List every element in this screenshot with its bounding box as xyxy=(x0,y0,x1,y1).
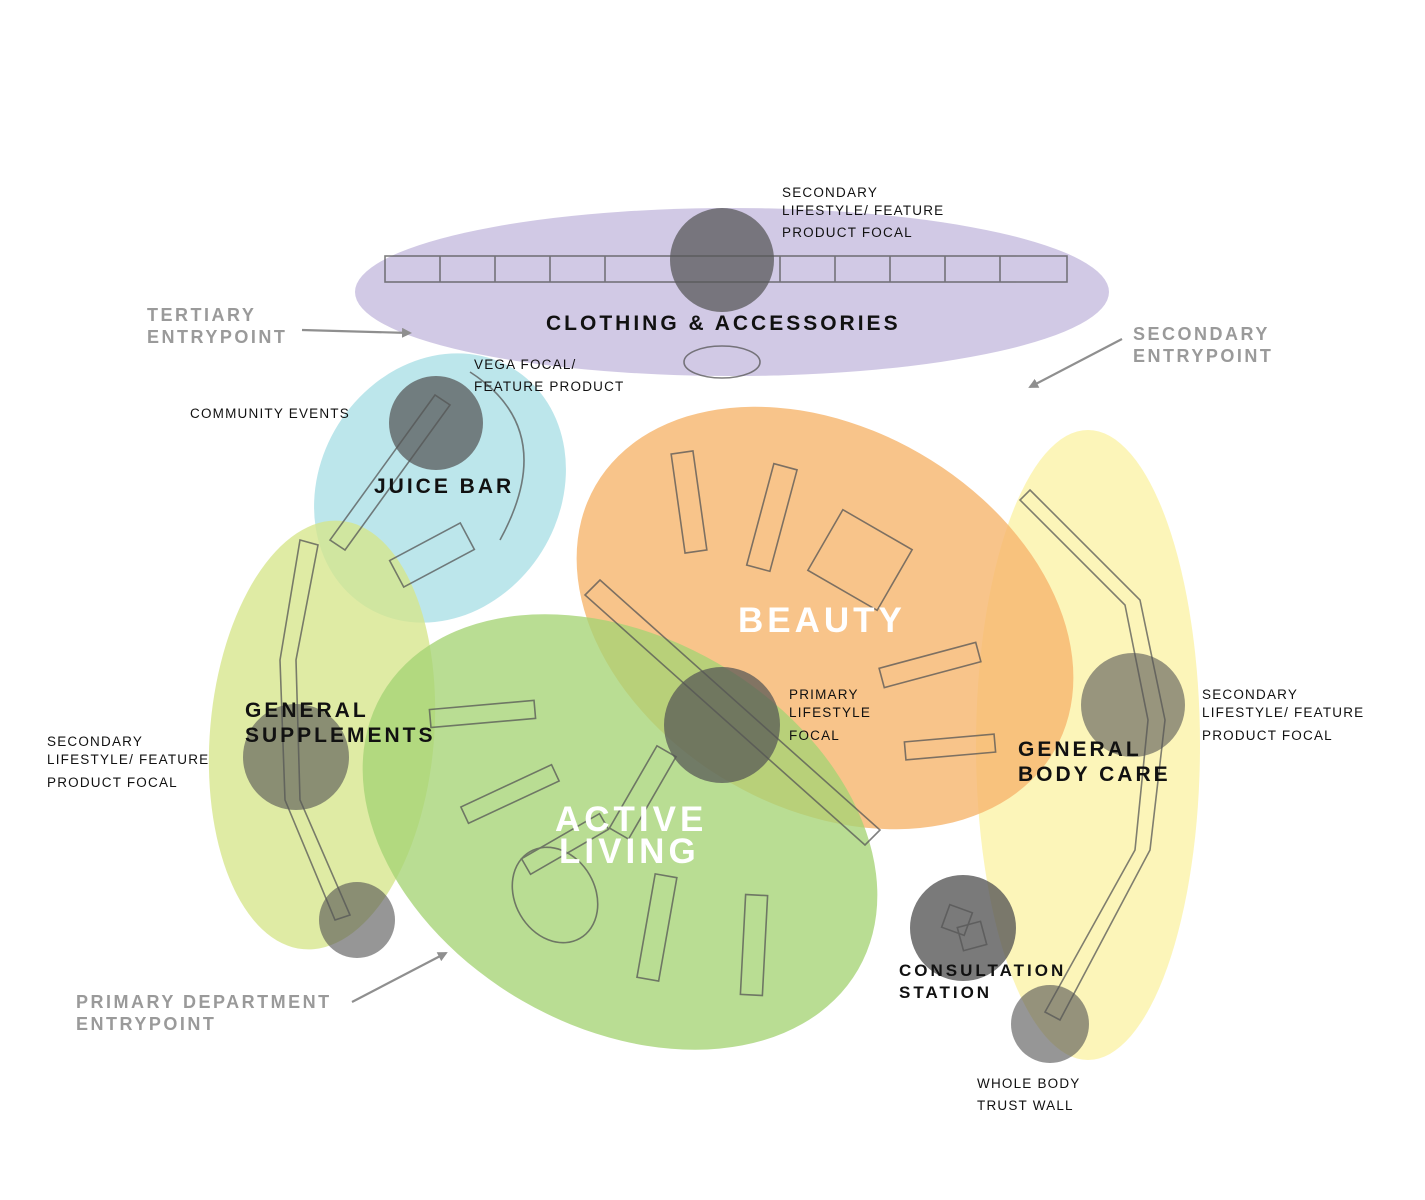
community-events-note: COMMUNITY EVENTS xyxy=(190,406,350,421)
primary-arrow xyxy=(351,952,448,1003)
primary-department-entrypoint-label: PRIMARY DEPARTMENT ENTRYPOINT xyxy=(76,992,339,1034)
general-body-care-label: GENERAL BODY CARE xyxy=(1018,738,1171,786)
focal-supplements-left xyxy=(243,704,349,810)
secondary-focal-right-note: SECONDARY LIFESTYLE/ FEATURE PRODUCT FOC… xyxy=(1202,687,1369,743)
juice-bar-label: JUICE BAR xyxy=(374,475,514,498)
general-supplements-label: GENERAL SUPPLEMENTS xyxy=(245,699,436,747)
focal-supplements-bottom xyxy=(319,882,395,958)
consultation-station-label: CONSULTATION STATION xyxy=(899,961,1074,1002)
tertiary-entrypoint-label: TERTIARY ENTRYPOINT xyxy=(147,305,287,347)
tertiary-arrow xyxy=(301,327,412,338)
active-living-label: ACTIVE LIVING xyxy=(555,800,721,871)
focal-consultation xyxy=(910,875,1016,981)
secondary-focal-top-note: SECONDARY LIFESTYLE/ FEATURE PRODUCT FOC… xyxy=(782,185,949,240)
focal-primary-lifestyle xyxy=(664,667,780,783)
vega-focal-note: VEGA FOCAL/ FEATURE PRODUCT xyxy=(474,357,625,394)
focal-clothing-top xyxy=(670,208,774,312)
focal-body-care-right xyxy=(1081,653,1185,757)
entry-arrows xyxy=(301,327,1123,1003)
beauty-label: BEAUTY xyxy=(738,601,906,640)
secondary-arrow xyxy=(1028,338,1123,388)
focal-trust-wall xyxy=(1011,985,1089,1063)
clothing-label: CLOTHING & ACCESSORIES xyxy=(546,312,901,335)
whole-body-trust-wall-note: WHOLE BODY TRUST WALL xyxy=(977,1076,1085,1113)
focal-juice-bar xyxy=(389,376,483,470)
focal-points xyxy=(243,208,1185,1063)
consultation-sketch xyxy=(940,903,988,952)
secondary-entrypoint-label: SECONDARY ENTRYPOINT xyxy=(1133,324,1277,366)
primary-lifestyle-focal-note: PRIMARY LIFESTYLE FOCAL xyxy=(789,687,876,743)
secondary-focal-left-note: SECONDARY LIFESTYLE/ FEATURE PRODUCT FOC… xyxy=(47,734,214,790)
